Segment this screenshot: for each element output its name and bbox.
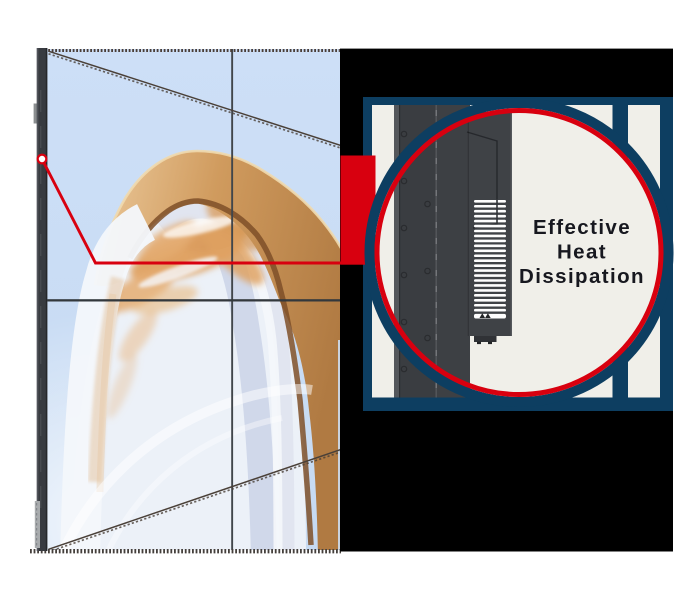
svg-text:Heat: Heat xyxy=(557,241,607,264)
svg-text:Effective: Effective xyxy=(533,216,631,239)
svg-text:Dissipation: Dissipation xyxy=(519,265,645,288)
